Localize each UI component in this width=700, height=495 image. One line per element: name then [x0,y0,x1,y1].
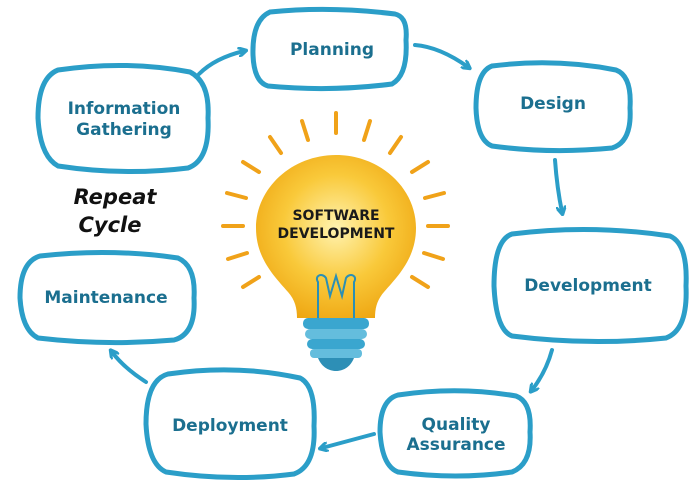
stage-deployment-label: Deployment [172,416,288,436]
stage-information-gathering: Information Gathering [35,62,211,175]
arrow-qa-to-deployment [322,432,376,448]
stage-maintenance-border [17,249,197,346]
bulb-rays [221,111,450,289]
stage-development-label: Development [524,276,651,296]
stage-information-gathering-label-line2: Gathering [76,120,172,140]
bulb-label-line1: SOFTWARE [292,208,379,224]
stage-maintenance-label: Maintenance [44,288,167,308]
stage-development: Development [491,226,689,345]
stage-quality-assurance-label-line1: Quality [422,415,491,435]
stage-information-gathering-border [35,62,211,175]
arrow-development-to-qa [532,348,554,390]
repeat-label-line1: Repeat [74,185,158,209]
stage-information-gathering-label-line1: Information [68,99,181,119]
stage-maintenance: Maintenance [17,249,197,346]
stage-design-border [473,60,633,154]
lightbulb: SOFTWARE DEVELOPMENT [221,111,450,371]
stage-quality-assurance-border [377,388,533,479]
arrow-design-to-development [553,158,562,212]
stage-planning-border [250,6,409,92]
stage-development-border [491,226,689,345]
arrow-deployment-to-maintenance [112,352,148,384]
bulb-glass [256,155,416,318]
stage-quality-assurance: Quality Assurance [377,388,533,479]
stage-quality-assurance-label-line2: Assurance [406,435,505,455]
stage-deployment: Deployment [143,367,317,481]
stage-design: Design [473,60,633,154]
repeat-cycle-label: Repeat Cycle [74,185,158,237]
arrow-planning-to-design [413,43,468,67]
bulb-base [303,318,369,371]
stage-deployment-border [143,367,317,481]
arrow-gathering-to-planning [197,51,244,76]
cycle-arrows [112,43,562,448]
bulb-filament [316,272,356,318]
stage-planning-label: Planning [290,40,374,60]
stage-design-label: Design [520,94,586,114]
stage-planning: Planning [250,6,409,92]
bulb-label-line2: DEVELOPMENT [278,226,395,242]
repeat-label-line2: Cycle [79,213,142,237]
